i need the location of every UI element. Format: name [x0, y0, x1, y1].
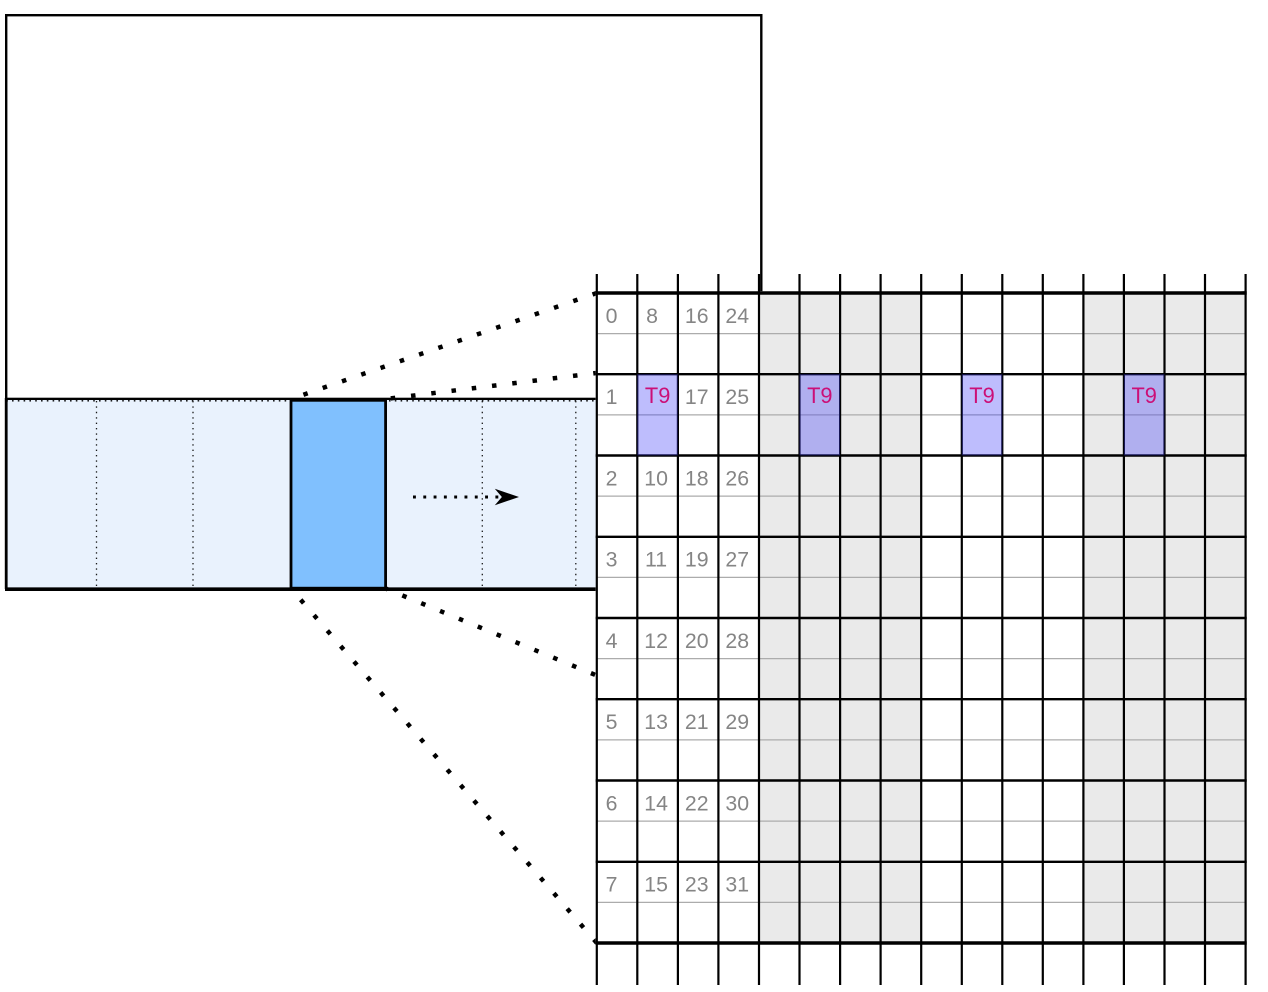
svg-text:20: 20 — [685, 629, 709, 653]
svg-text:T9: T9 — [807, 383, 832, 408]
svg-text:15: 15 — [644, 873, 668, 897]
svg-text:12: 12 — [644, 629, 668, 653]
svg-text:13: 13 — [644, 710, 668, 734]
svg-text:24: 24 — [725, 304, 749, 328]
svg-text:11: 11 — [645, 548, 667, 572]
svg-text:2: 2 — [606, 466, 618, 490]
svg-text:16: 16 — [685, 304, 709, 328]
svg-text:19: 19 — [685, 548, 709, 572]
svg-text:30: 30 — [725, 791, 749, 815]
svg-text:21: 21 — [685, 710, 709, 734]
svg-text:22: 22 — [685, 791, 709, 815]
svg-text:10: 10 — [644, 466, 668, 490]
svg-text:5: 5 — [606, 710, 618, 734]
svg-text:27: 27 — [725, 548, 749, 572]
svg-text:25: 25 — [725, 385, 749, 409]
svg-text:8: 8 — [646, 304, 658, 328]
svg-text:29: 29 — [725, 710, 749, 734]
svg-text:14: 14 — [644, 791, 668, 815]
svg-text:3: 3 — [606, 548, 618, 572]
svg-text:1: 1 — [606, 385, 618, 409]
svg-text:18: 18 — [685, 466, 709, 490]
svg-text:28: 28 — [725, 629, 749, 653]
svg-text:T9: T9 — [1131, 383, 1156, 408]
svg-text:26: 26 — [725, 466, 749, 490]
svg-text:23: 23 — [685, 873, 709, 897]
svg-text:0: 0 — [606, 304, 618, 328]
svg-text:T9: T9 — [969, 383, 994, 408]
svg-text:31: 31 — [725, 873, 749, 897]
svg-text:6: 6 — [606, 791, 618, 815]
svg-text:4: 4 — [606, 629, 618, 653]
svg-text:T9: T9 — [645, 383, 670, 408]
svg-text:7: 7 — [606, 873, 618, 897]
svg-text:17: 17 — [685, 385, 709, 409]
